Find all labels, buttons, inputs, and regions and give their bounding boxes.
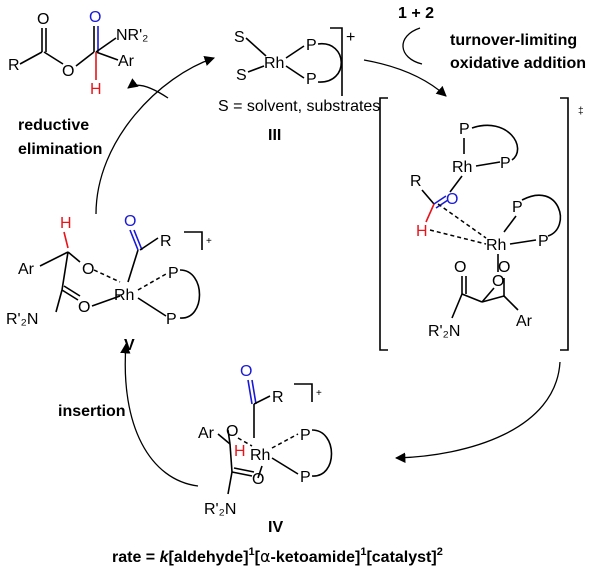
arrow-ts-to-iv <box>394 361 561 463</box>
solvent-note: S = solvent, substrates <box>218 98 380 115</box>
ts-rh-lower: Rh <box>486 237 506 254</box>
v-charge: + <box>206 236 212 247</box>
product-h-label: H <box>90 81 102 98</box>
product-amide-group: NR'₂ <box>116 27 148 44</box>
arrow-iv-to-v <box>120 342 199 487</box>
iv-acyl-r: R <box>272 389 284 406</box>
v-ar-label: Ar <box>18 261 35 278</box>
v-amide-label: R'₂N <box>6 311 38 328</box>
ts-p-lower-2: P <box>538 233 549 250</box>
v-rh: Rh <box>114 287 134 304</box>
arrow-reductive-elimination <box>127 78 169 99</box>
label-iv: IV <box>268 519 283 536</box>
rate-law-text: rate = k[aldehyde]1[α-ketoamide]1[cataly… <box>112 546 443 566</box>
reagents-label: 1 + 2 <box>398 5 434 22</box>
product-carbonyl-o: O <box>37 11 49 28</box>
iii-solvent-2: S <box>236 67 247 84</box>
iv-charge: + <box>316 388 322 399</box>
iv-h-label: H <box>234 443 246 460</box>
product-ar-label: Ar <box>118 53 135 70</box>
product-ester-o: O <box>62 63 74 80</box>
ts-h-label: H <box>416 223 428 240</box>
complex-v: H Ar O O R'₂N Rh O R P P + V <box>6 213 212 354</box>
iii-solvent-1: S <box>234 29 245 46</box>
ts-double-dagger: ‡ <box>578 106 584 117</box>
ts-left-bracket <box>379 97 388 351</box>
arrow-iii-to-ts <box>363 59 447 97</box>
iii-rh: Rh <box>264 55 284 72</box>
ts-aldehyde-r: R <box>410 173 422 190</box>
ts-p-right: P <box>500 155 511 172</box>
product-structure: R O O O NR'₂ Ar H <box>8 9 148 98</box>
iii-charge: + <box>346 29 355 46</box>
v-o-upper: O <box>82 261 94 278</box>
ts-right-bracket <box>560 97 569 351</box>
v-p-upper: P <box>168 265 179 282</box>
iv-o-upper: O <box>226 423 238 440</box>
v-h-label: H <box>60 215 72 232</box>
product-r-label: R <box>8 57 20 74</box>
iii-p-lower: P <box>306 71 317 88</box>
iv-ar-label: Ar <box>198 425 215 442</box>
ts-amide-label: R'₂N <box>428 323 460 340</box>
iv-amide-label: R'₂N <box>204 501 236 518</box>
ts-keto-o-1: O <box>454 259 466 276</box>
ts-ar-label: Ar <box>516 313 533 330</box>
ts-p-top: P <box>459 121 470 138</box>
oxidative-step-line2: oxidative addition <box>450 55 586 72</box>
insertion-step: insertion <box>58 403 126 420</box>
arrow-v-to-product <box>95 56 215 215</box>
reagent-curved-arrow <box>402 27 423 65</box>
transition-state: ‡ P Rh P R O H Rh P P O O O <box>379 97 584 351</box>
ts-p-lower-1: P <box>512 199 523 216</box>
reductive-step-line1: reductive <box>18 117 89 134</box>
v-o-lower: O <box>78 299 90 316</box>
oxidative-step-line1: turnover-limiting <box>450 32 577 49</box>
reductive-step-line2: elimination <box>18 141 102 158</box>
ts-rh-upper: Rh <box>452 159 472 176</box>
ts-keto-o-2: O <box>498 259 510 276</box>
complex-iii: S Rh S P P + S = solvent, substrates III <box>218 27 380 144</box>
iv-p-upper: P <box>300 427 311 444</box>
product-amide-o: O <box>89 9 101 26</box>
v-acyl-o: O <box>124 213 136 230</box>
ts-aldehyde-o: O <box>446 191 458 208</box>
iv-o-lower: O <box>252 471 264 488</box>
ts-rh-o: O <box>492 273 504 290</box>
label-iii: III <box>268 127 281 144</box>
rate-law: rate = k[aldehyde]1[α-ketoamide]1[cataly… <box>112 546 443 566</box>
iv-p-lower: P <box>300 469 311 486</box>
v-acyl-r: R <box>160 233 172 250</box>
v-p-lower: P <box>166 311 177 328</box>
complex-iv: O R Rh H Ar O O R'₂N P P + IV <box>198 363 333 536</box>
label-v: V <box>124 337 135 354</box>
iv-acyl-o: O <box>240 363 252 380</box>
iv-rh: Rh <box>250 447 270 464</box>
iii-p-upper: P <box>306 37 317 54</box>
